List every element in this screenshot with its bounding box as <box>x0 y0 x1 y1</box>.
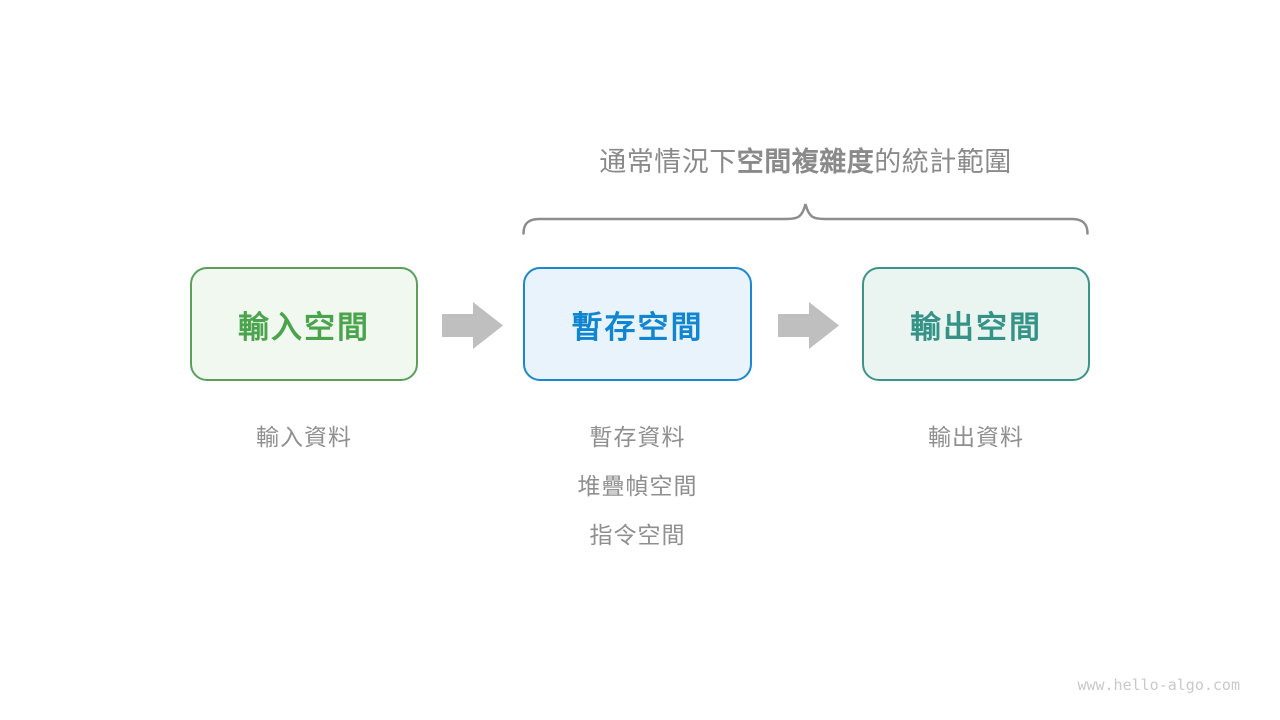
box-output-space: 輸出空間 <box>862 267 1090 381</box>
curly-brace <box>522 203 1089 235</box>
label-stack-frame-space: 堆疊幀空間 <box>577 473 698 499</box>
box-output-space-label: 輸出空間 <box>910 309 1042 345</box>
caption-column-input: 輸入資料 <box>190 413 418 462</box>
arrow-right-icon <box>442 302 503 349</box>
arrow-right-shape <box>778 302 839 349</box>
caption-column-buffer: 暫存資料 堆疊幀空間 指令空間 <box>523 413 752 560</box>
box-buffer-space-label: 暫存空間 <box>571 309 704 345</box>
box-buffer-space: 暫存空間 <box>523 267 752 381</box>
arrow-right-icon <box>778 302 839 349</box>
label-input-data: 輸入資料 <box>256 424 352 450</box>
box-input-space-label: 輸入空間 <box>238 309 370 345</box>
watermark: www.hello-algo.com <box>1077 676 1240 694</box>
curly-brace-path <box>522 203 1089 235</box>
label-buffer-data: 暫存資料 <box>589 424 686 450</box>
label-instruction-space: 指令空間 <box>589 522 686 548</box>
caption-column-output: 輸出資料 <box>862 413 1090 462</box>
annotation-prefix: 通常情況下 <box>599 147 737 177</box>
scope-annotation: 通常情況下空間複雜度的統計範圍 <box>522 147 1089 177</box>
arrow-right-shape <box>442 302 503 349</box>
box-input-space: 輸入空間 <box>190 267 418 381</box>
label-output-data: 輸出資料 <box>928 424 1024 450</box>
annotation-bold-term: 空間複雜度 <box>736 147 875 177</box>
annotation-suffix: 的統計範圍 <box>874 147 1012 177</box>
